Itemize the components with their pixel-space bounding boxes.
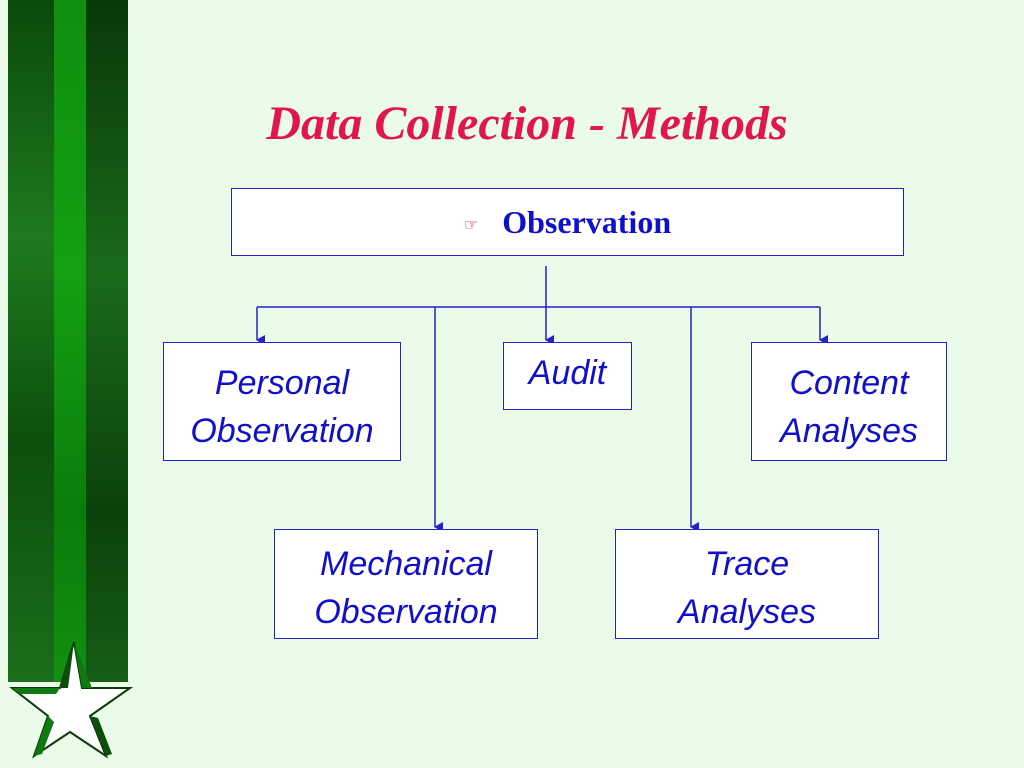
star-logo-icon <box>9 641 134 759</box>
personal-observation-line2: Observation <box>190 412 374 450</box>
content-analyses-line2: Analyses <box>780 412 918 450</box>
observation-root-box: ☞ Observation <box>231 188 904 256</box>
personal-observation-box: Personal Observation <box>163 342 401 461</box>
mechanical-observation-line1: Mechanical <box>320 545 492 583</box>
content-analyses-line1: Content <box>789 364 909 402</box>
personal-observation-line1: Personal <box>214 364 350 402</box>
pointing-hand-icon: ☞ <box>463 214 479 234</box>
decorative-stripe-dark-right <box>86 0 128 682</box>
audit-box: Audit <box>503 342 632 410</box>
trace-analyses-box: Trace Analyses <box>615 529 879 639</box>
decorative-stripe-bright <box>54 0 86 682</box>
mechanical-observation-line2: Observation <box>314 593 498 631</box>
trace-analyses-line2: Analyses <box>678 593 816 631</box>
mechanical-observation-box: Mechanical Observation <box>274 529 538 639</box>
audit-label: Audit <box>528 354 607 392</box>
decorative-stripe-dark <box>8 0 54 682</box>
trace-analyses-line1: Trace <box>704 545 790 583</box>
observation-root-label: Observation <box>502 203 672 240</box>
slide-title: Data Collection - Methods <box>266 97 788 150</box>
content-analyses-box: Content Analyses <box>751 342 947 461</box>
